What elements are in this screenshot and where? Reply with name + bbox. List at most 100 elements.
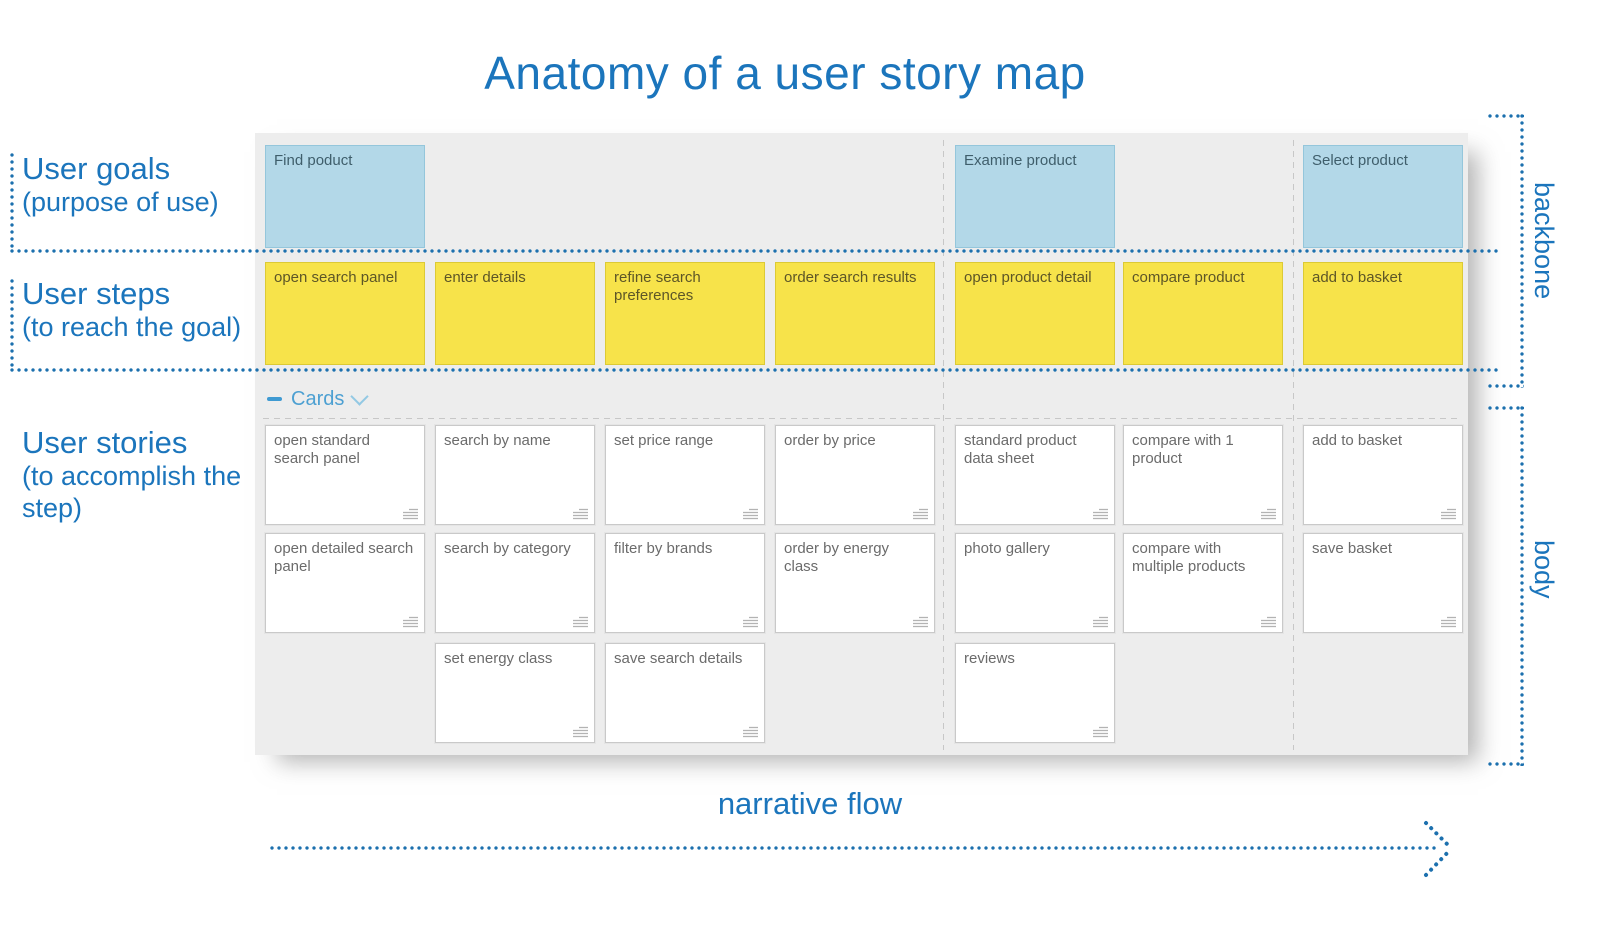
text-lines-icon [743, 616, 758, 628]
step-card-label: add to basket [1312, 269, 1403, 286]
text-lines-icon [403, 508, 418, 520]
narrative-flow-arrow-line [270, 846, 1438, 850]
step-card[interactable]: open search panel [265, 262, 425, 365]
annotation-title: User steps [22, 276, 171, 311]
step-card-label: refine search preferences [614, 269, 701, 304]
story-card[interactable]: standard product data sheet [955, 425, 1115, 525]
story-card-label: search by category [444, 540, 571, 557]
chevron-down-icon [350, 386, 370, 406]
annotation-body: body [1529, 540, 1559, 599]
story-card[interactable]: add to basket [1303, 425, 1463, 525]
annotation-backbone: backbone [1529, 182, 1559, 300]
minus-icon [267, 397, 282, 401]
step-card[interactable]: refine search preferences [605, 262, 765, 365]
story-card[interactable]: search by category [435, 533, 595, 633]
story-card[interactable]: search by name [435, 425, 595, 525]
body-bracket-line [1520, 406, 1524, 766]
column-group-separator [943, 140, 944, 750]
story-card[interactable]: save search details [605, 643, 765, 743]
dotted-divider-steps-stories [10, 368, 1498, 372]
text-lines-icon [1441, 508, 1456, 520]
step-card-label: open search panel [274, 269, 398, 286]
text-lines-icon [573, 726, 588, 738]
cards-section-separator [263, 418, 1461, 419]
dotted-divider-goals-steps [10, 249, 1498, 253]
story-card-label: standard product data sheet [964, 432, 1077, 467]
story-card-label: photo gallery [964, 540, 1050, 557]
story-card-label: set price range [614, 432, 714, 449]
annotation-user-stories: User stories (to accomplish the step) [22, 425, 262, 525]
annotation-user-goals: User goals (purpose of use) [22, 151, 262, 218]
story-card-label: filter by brands [614, 540, 713, 557]
text-lines-icon [743, 726, 758, 738]
goal-card-examine-product[interactable]: Examine product [955, 145, 1115, 248]
step-card-label: compare product [1132, 269, 1245, 286]
step-card[interactable]: add to basket [1303, 262, 1463, 365]
story-card-label: open standard search panel [274, 432, 370, 467]
text-lines-icon [1441, 616, 1456, 628]
text-lines-icon [403, 616, 418, 628]
text-lines-icon [1261, 616, 1276, 628]
story-card-label: open detailed search panel [274, 540, 414, 575]
text-lines-icon [1261, 508, 1276, 520]
backbone-bracket-top-tick [1488, 114, 1524, 118]
goal-card-label: Select product [1312, 152, 1408, 169]
goal-card-find-product[interactable]: Find poduct [265, 145, 425, 248]
text-lines-icon [1093, 726, 1108, 738]
annotation-title: User goals [22, 151, 171, 186]
text-lines-icon [573, 616, 588, 628]
story-card[interactable]: filter by brands [605, 533, 765, 633]
story-card-label: save basket [1312, 540, 1393, 557]
story-card[interactable]: compare with multiple products [1123, 533, 1283, 633]
goal-card-label: Examine product [964, 152, 1077, 169]
annotation-narrative-flow: narrative flow [717, 786, 903, 821]
text-lines-icon [1093, 616, 1108, 628]
annotation-subtitle: (to reach the goal) [22, 312, 242, 343]
story-card-label: set energy class [444, 650, 553, 667]
step-card-label: open product detail [964, 269, 1092, 286]
cards-section-label: Cards [291, 387, 345, 410]
backbone-bracket-line [1520, 114, 1524, 388]
dotted-border-user-goals [10, 153, 14, 250]
text-lines-icon [1093, 508, 1108, 520]
step-card[interactable]: enter details [435, 262, 595, 365]
story-card[interactable]: open standard search panel [265, 425, 425, 525]
story-card[interactable]: photo gallery [955, 533, 1115, 633]
dotted-border-user-steps [10, 279, 14, 370]
page-title: Anatomy of a user story map [484, 47, 1086, 99]
goal-card-label: Find poduct [274, 152, 353, 169]
story-card[interactable]: set price range [605, 425, 765, 525]
story-card[interactable]: open detailed search panel [265, 533, 425, 633]
story-card[interactable]: save basket [1303, 533, 1463, 633]
text-lines-icon [573, 508, 588, 520]
story-card[interactable]: compare with 1 product [1123, 425, 1283, 525]
cards-section-toggle[interactable]: Cards [267, 385, 370, 413]
narrative-flow-arrowhead-icon [1424, 821, 1453, 877]
step-card-label: order search results [784, 269, 917, 286]
annotation-subtitle: (to accomplish the step) [22, 461, 242, 524]
story-card[interactable]: reviews [955, 643, 1115, 743]
step-card[interactable]: open product detail [955, 262, 1115, 365]
story-card-label: order by energy class [784, 540, 890, 575]
story-card-label: search by name [444, 432, 551, 449]
story-card-label: order by price [784, 432, 876, 449]
story-card-label: add to basket [1312, 432, 1403, 449]
step-card[interactable]: order search results [775, 262, 935, 365]
story-card[interactable]: order by price [775, 425, 935, 525]
goal-card-select-product[interactable]: Select product [1303, 145, 1463, 248]
story-card-label: compare with multiple products [1132, 540, 1246, 575]
column-group-separator [1293, 140, 1294, 750]
story-map-canvas: Find poduct Examine product Select produ… [255, 133, 1468, 755]
story-card-label: compare with 1 product [1132, 432, 1234, 467]
story-card[interactable]: order by energy class [775, 533, 935, 633]
body-bracket-top-tick [1488, 406, 1524, 410]
backbone-bracket-bottom-tick [1488, 384, 1524, 388]
text-lines-icon [743, 508, 758, 520]
story-card-label: reviews [964, 650, 1015, 667]
annotation-user-steps: User steps (to reach the goal) [22, 276, 272, 343]
story-card[interactable]: set energy class [435, 643, 595, 743]
text-lines-icon [913, 616, 928, 628]
step-card[interactable]: compare product [1123, 262, 1283, 365]
text-lines-icon [913, 508, 928, 520]
step-card-label: enter details [444, 269, 526, 286]
